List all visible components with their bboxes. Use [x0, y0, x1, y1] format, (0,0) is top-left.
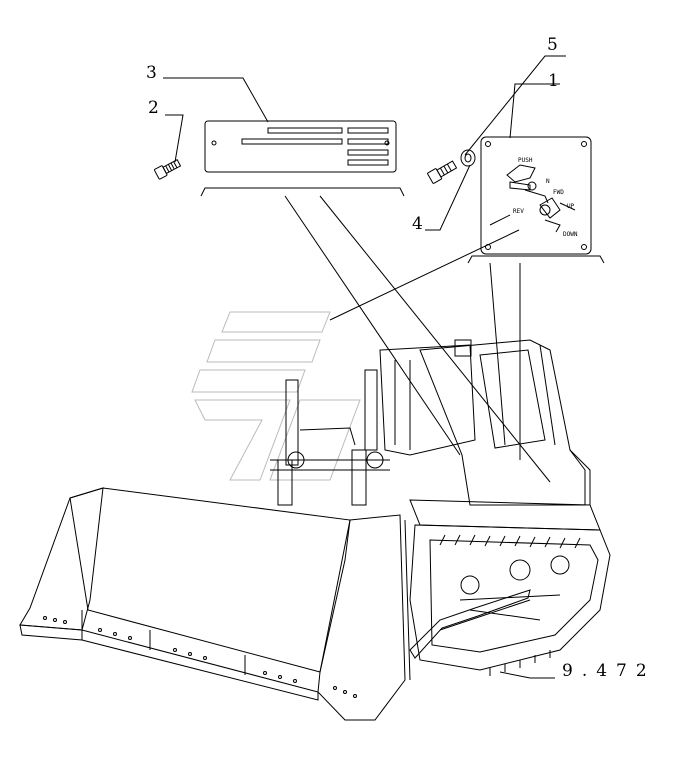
decal-label-n: N	[546, 178, 550, 185]
machine-body	[379, 339, 601, 531]
track	[409, 524, 611, 676]
leader-line-ref	[499, 671, 555, 679]
screw-part-5	[427, 160, 458, 184]
projection-lines	[284, 195, 551, 483]
data-plate	[200, 120, 405, 197]
decal-label-rev: REV	[513, 208, 524, 215]
leader-line-4	[425, 164, 471, 231]
decal-label-down: DOWN	[563, 231, 578, 238]
drawing-reference-number: 9.472	[562, 661, 656, 681]
decal-label-up: UP	[567, 203, 575, 210]
lift-cylinders	[270, 369, 390, 506]
callout-4: 4	[412, 214, 423, 234]
leader-line-1	[509, 83, 560, 139]
washer-part-4	[460, 149, 476, 167]
callout-1: 1	[548, 71, 559, 91]
control-decal	[467, 136, 605, 264]
leader-line-3	[163, 77, 269, 123]
callout-5: 5	[547, 35, 558, 55]
screw-part-2	[154, 159, 182, 180]
logo-watermark	[191, 311, 361, 481]
dozer-blade	[19, 487, 411, 721]
decal-label-fwd: FWD	[553, 189, 564, 196]
decal-text: PUSH FWD UP DOWN REV N	[513, 157, 578, 238]
leader-line-5	[464, 55, 566, 156]
decal-label-top: PUSH	[518, 157, 533, 164]
callout-3: 3	[146, 63, 157, 83]
leader-line-2	[165, 114, 184, 163]
callout-2: 2	[148, 98, 159, 118]
